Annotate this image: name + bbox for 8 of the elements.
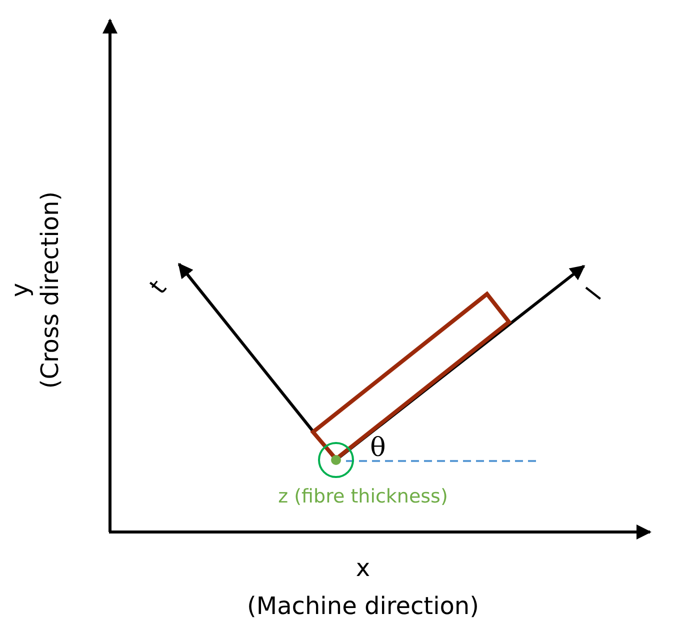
angle-label: θ bbox=[370, 435, 386, 461]
axis-label: t bbox=[146, 276, 170, 298]
axis-label: y bbox=[8, 282, 32, 298]
axis-label: l bbox=[582, 284, 606, 304]
axis-caption: z (fibre thickness) bbox=[278, 488, 448, 506]
axis-caption: (Cross direction) bbox=[38, 191, 62, 389]
axis-label: x bbox=[356, 556, 370, 580]
axis-caption: (Machine direction) bbox=[247, 594, 479, 618]
